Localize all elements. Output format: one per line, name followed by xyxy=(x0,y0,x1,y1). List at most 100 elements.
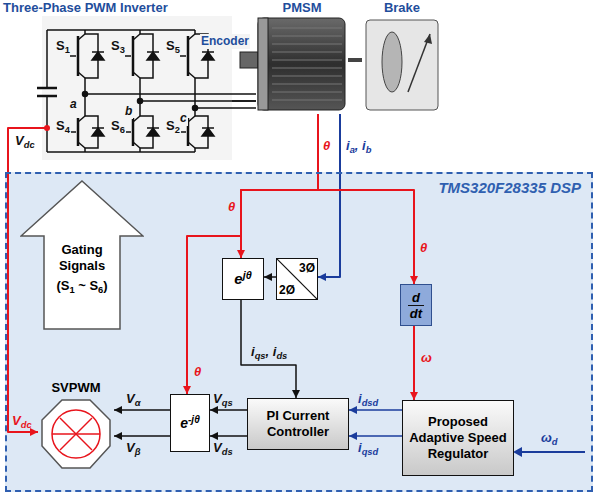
igbt-bar xyxy=(77,36,80,76)
node-text: PI Current Controller xyxy=(251,408,345,440)
signal-label: idsd xyxy=(357,391,379,406)
dsp-ground xyxy=(5,172,593,492)
motor-rib xyxy=(272,84,342,85)
connector xyxy=(114,409,170,411)
signal-label: θ xyxy=(193,364,202,379)
diagram-label: ωd xyxy=(540,430,559,445)
signal-label: Vβ xyxy=(125,440,141,455)
inverse-transform-box: e-jθ xyxy=(170,394,210,452)
diode-bar xyxy=(147,127,159,129)
diagram-label: a xyxy=(69,97,78,112)
diode-symbol xyxy=(202,128,214,136)
node-text: Three-Phase PWM Inverter xyxy=(3,0,168,16)
signal-label: iqs, ids xyxy=(250,344,288,359)
diode-bar xyxy=(92,127,104,129)
diagram-label: Vdc xyxy=(14,133,36,148)
connector xyxy=(318,114,414,284)
signal-label: θ xyxy=(419,240,428,255)
motor-block: PMSM xyxy=(256,0,348,114)
vdc-dot xyxy=(44,125,50,131)
igbt-bar xyxy=(187,36,190,76)
node-text: dt xyxy=(408,305,424,321)
speed-command-wire xyxy=(520,451,585,453)
inverter-block: Three-Phase PWM Inverter xyxy=(42,0,232,160)
signal-label: ω xyxy=(420,350,433,365)
diagram-label: c xyxy=(179,111,188,126)
igbt-gate xyxy=(125,55,131,57)
brake-housing xyxy=(366,20,438,110)
igbt-gate xyxy=(125,131,131,133)
node-text: (S1 ~ S6) xyxy=(46,278,118,294)
brake-disc xyxy=(382,32,402,92)
diode-bar xyxy=(202,51,214,53)
node-text: Gating Signals xyxy=(46,242,118,274)
motor-rib xyxy=(272,36,342,37)
diagonal-line xyxy=(276,258,318,300)
svpwm-vector xyxy=(52,433,100,435)
signal-label: Vds xyxy=(212,440,234,455)
diode-bar xyxy=(147,51,159,53)
arrow-text: Gating Signals (S1 ~ S6) xyxy=(46,242,118,294)
diode-symbol xyxy=(147,52,159,60)
phase-wire xyxy=(232,100,256,102)
diagram-label: θ xyxy=(322,138,331,153)
diagram-label: S1 xyxy=(55,38,71,53)
derivative-box: ddt xyxy=(400,284,432,326)
connector xyxy=(348,58,362,62)
motor-endcap xyxy=(258,18,268,110)
signal-label: Vqs xyxy=(212,391,234,406)
current-controller-box: PI Current Controller xyxy=(247,398,349,450)
diode-symbol xyxy=(92,128,104,136)
signal-label: ia, ib xyxy=(345,138,372,153)
motor-rib xyxy=(272,28,342,29)
connector xyxy=(232,100,256,102)
speed-regulator-box: Proposed Adaptive Speed Regulator xyxy=(402,400,514,476)
node-text: SVPWM xyxy=(38,380,114,396)
diagram-label: S6 xyxy=(110,118,126,133)
node-text: 3Ø xyxy=(299,261,315,275)
svpwm-circle xyxy=(52,410,100,458)
dsp-region: TMS320F28335 DSP Gating Signals (S1 ~ S6) e… xyxy=(5,172,593,492)
igbt-emitter xyxy=(133,142,140,148)
diode-bar xyxy=(92,51,104,53)
leg-wire xyxy=(139,82,141,112)
igbt-emitter xyxy=(78,142,85,148)
transform-box: ejθ xyxy=(222,258,264,300)
node-text: Brake xyxy=(362,0,442,16)
igbt-gate xyxy=(70,131,76,133)
node-text: e-jθ xyxy=(180,415,200,432)
motor-rib xyxy=(272,76,342,77)
gating-arrow: Gating Signals (S1 ~ S6) xyxy=(20,180,144,330)
brake-block: Brake xyxy=(362,0,442,114)
diode-symbol xyxy=(147,128,159,136)
phase-wire xyxy=(140,100,232,102)
connector xyxy=(241,300,296,398)
connector xyxy=(349,409,402,411)
svpwm-block: SVPWM xyxy=(38,380,114,472)
connector xyxy=(241,114,318,258)
motor-rib xyxy=(272,52,342,53)
junction-dot xyxy=(138,99,143,104)
motor-rib xyxy=(272,44,342,45)
node-text: TMS320F28335 DSP xyxy=(438,179,581,196)
igbt-emitter xyxy=(78,72,85,78)
igbt-gate xyxy=(70,55,76,57)
motor-rib xyxy=(272,60,342,61)
connector xyxy=(349,435,402,437)
node-text: 2Ø xyxy=(279,283,295,297)
signal-label: Vdc xyxy=(11,413,33,428)
phase-wire xyxy=(195,107,256,109)
junction-dot xyxy=(83,92,88,97)
motor-rib xyxy=(272,68,342,69)
diode-bar xyxy=(202,127,214,129)
signal-label: θ xyxy=(227,199,236,214)
diagram-label: b xyxy=(124,104,133,119)
connector xyxy=(210,435,247,437)
node-text: Proposed Adaptive Speed Regulator xyxy=(406,414,510,462)
motor-body xyxy=(258,18,345,110)
motor-rib xyxy=(272,92,342,93)
connector xyxy=(210,409,247,411)
variable-arrow xyxy=(408,34,430,92)
motor-rib xyxy=(272,100,342,101)
diagram-label: S5 xyxy=(165,38,181,53)
